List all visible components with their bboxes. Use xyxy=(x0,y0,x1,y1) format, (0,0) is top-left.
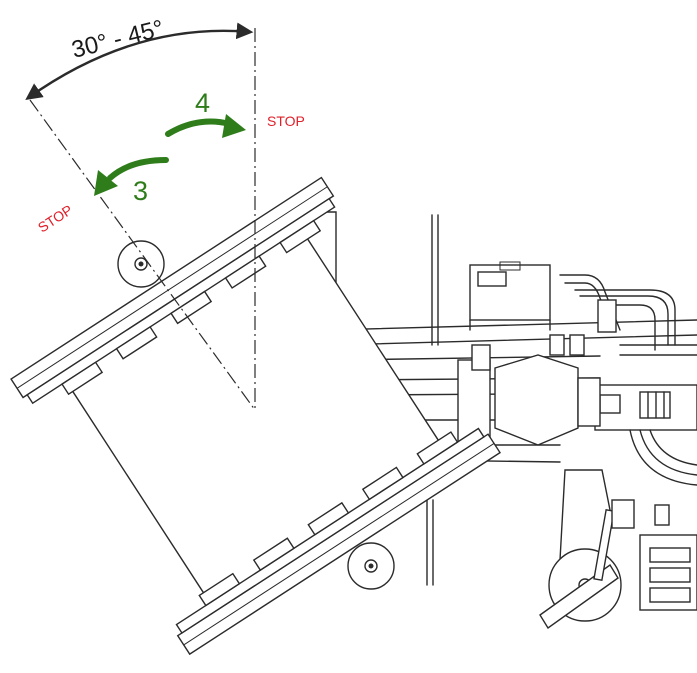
rotation-arrows xyxy=(94,114,246,196)
angle-range-arc xyxy=(25,22,254,100)
pivot-hub-top xyxy=(117,240,165,288)
angle-range-label: 30° - 45° xyxy=(69,15,167,64)
stop-label-vertical: STOP xyxy=(267,113,305,129)
right-actuators xyxy=(611,499,697,611)
step-3-label: 3 xyxy=(133,176,148,206)
step-4-label: 4 xyxy=(195,88,210,118)
support-wheel xyxy=(539,469,622,630)
bottom-rail xyxy=(175,427,501,656)
rotate-arrow-head-4 xyxy=(222,114,246,138)
hydraulic-lines xyxy=(549,274,697,356)
valve-block xyxy=(594,384,697,486)
hydraulic-box xyxy=(469,261,551,331)
tilted-plate-assembly xyxy=(10,176,501,656)
top-rail xyxy=(10,176,336,405)
rotate-arrow-step-4 xyxy=(165,118,233,137)
pivot-hub-bottom xyxy=(347,542,395,590)
stop-label-tilted: STOP xyxy=(35,201,75,235)
rotate-arrow-head-3 xyxy=(94,170,118,196)
rotate-arrow-step-3 xyxy=(107,157,169,181)
tilted-reference-line xyxy=(29,99,256,411)
